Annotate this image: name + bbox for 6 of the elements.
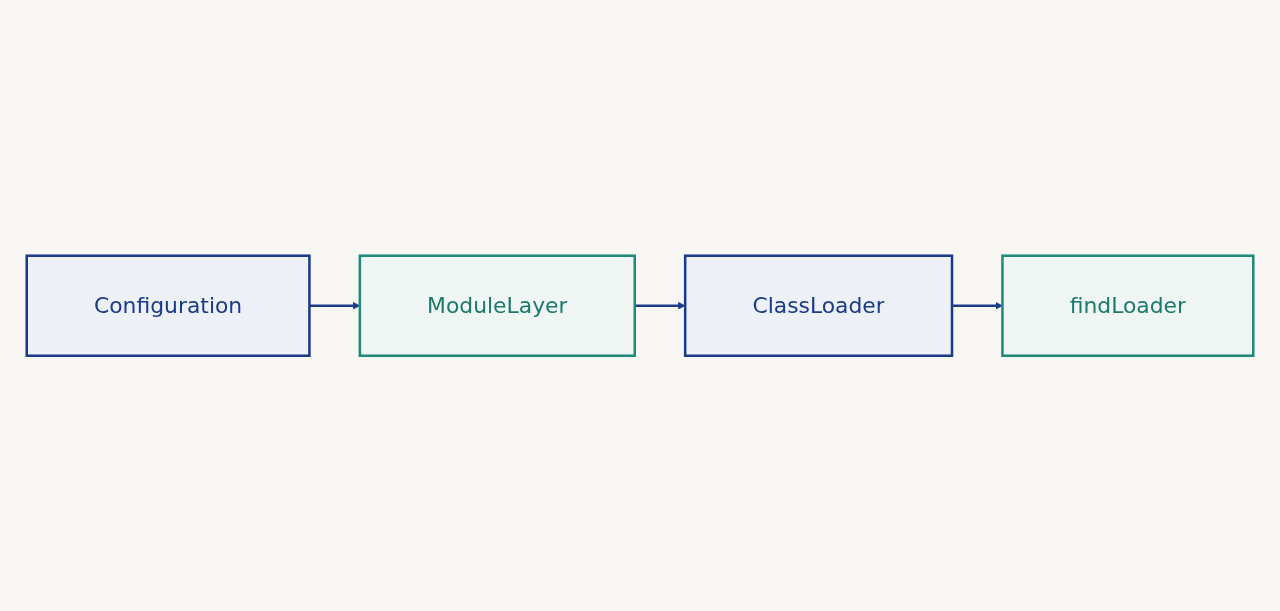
arrow — [634, 301, 686, 310]
node-box: ModuleLayer — [358, 254, 636, 357]
node-box: findLoader — [1001, 254, 1255, 357]
arrow — [952, 301, 1003, 310]
node-box: ClassLoader — [683, 254, 954, 357]
node-box: Configuration — [25, 254, 311, 357]
